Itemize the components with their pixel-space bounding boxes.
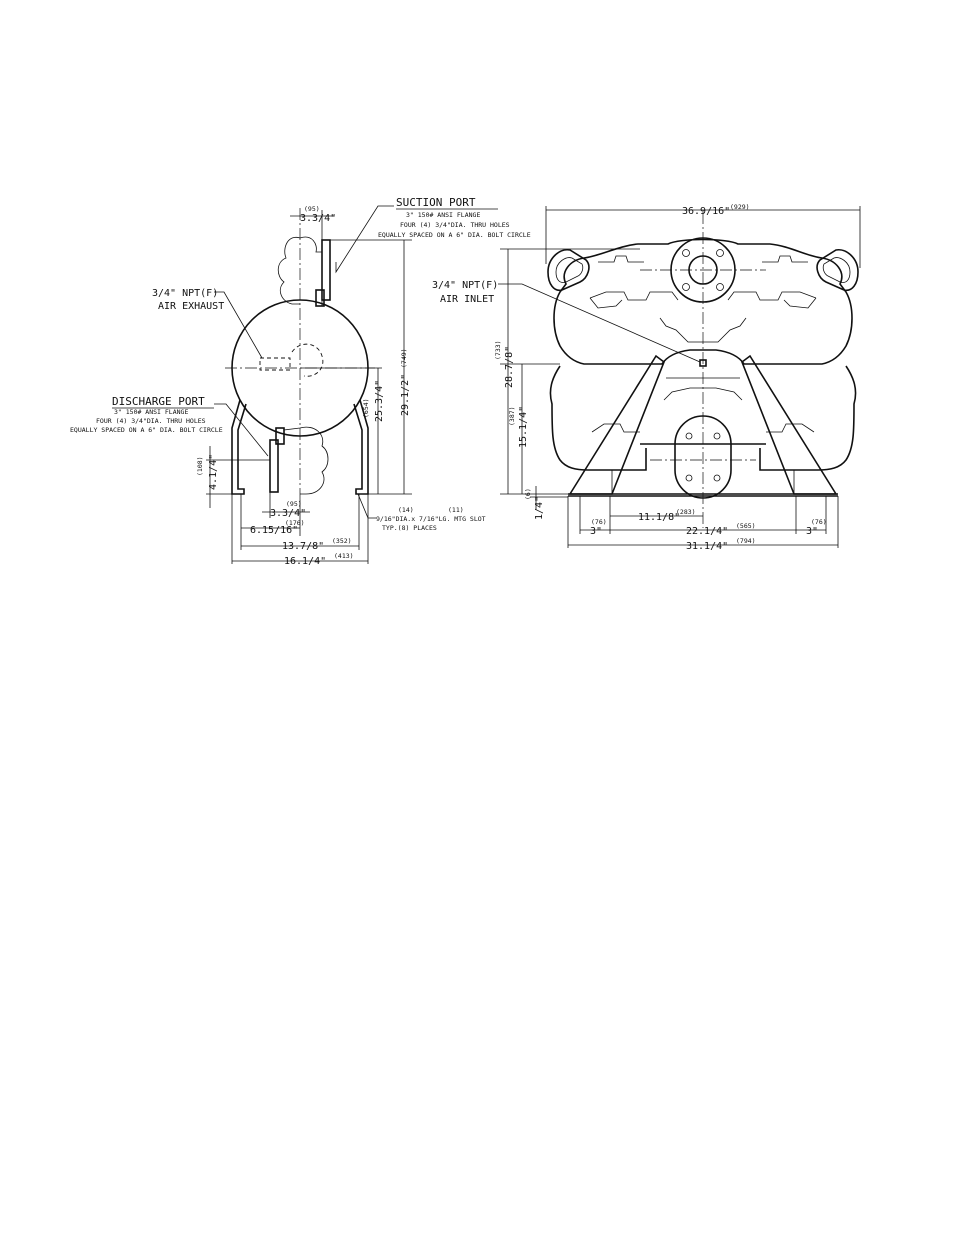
- suction-port-line3: EQUALLY SPACED ON A 6" DIA. BOLT CIRCLE: [378, 231, 531, 239]
- bolt-hole: [682, 249, 690, 257]
- dim-height-discharge: 15.1/4": [518, 406, 529, 448]
- dim-top-flange: 3.3/4": [300, 213, 336, 224]
- air-inlet-port: [699, 359, 707, 367]
- discharge-port-leader: [214, 403, 269, 457]
- right-ear: [816, 248, 859, 292]
- air-exhaust-port: [259, 357, 291, 371]
- air-inlet-line2: AIR INLET: [440, 294, 494, 305]
- right-stand: [741, 354, 838, 495]
- dim-height-inlet-mm: (654): [362, 398, 370, 418]
- dim-height-inlet: 25.3/4": [374, 380, 385, 422]
- air-exhaust-line2: AIR EXHAUST: [158, 301, 224, 312]
- suction-port-line1: 3" 150# ANSI FLANGE: [406, 211, 480, 219]
- mtg-slot-leader: [357, 493, 376, 519]
- dim-height-discharge-mm: (387): [508, 406, 516, 426]
- right-leg: [353, 399, 369, 495]
- discharge-port-line3: EQUALLY SPACED ON A 6" DIA. BOLT CIRCLE: [70, 426, 223, 434]
- discharge-manifold-outline: [283, 426, 329, 495]
- lower-body-outline: [549, 365, 857, 471]
- left-stand: [568, 354, 665, 495]
- dim-height-inlet: 28.7/8": [504, 346, 515, 388]
- dim-base-width-mm: (794): [736, 537, 756, 545]
- suction-flange: [321, 239, 331, 301]
- discharge-port-line1: 3" 150# ANSI FLANGE: [114, 408, 188, 416]
- right-ear-inner: [822, 257, 851, 283]
- discharge-port-title: DISCHARGE PORT: [112, 395, 205, 408]
- air-exhaust-leader: [214, 291, 263, 359]
- dim-height-total-mm: (749): [400, 348, 408, 368]
- mtg-slot-line2: TYP.(8) PLACES: [382, 524, 437, 532]
- dim-offset: 6.15/16": [250, 525, 298, 536]
- dim-foot-left: 3": [590, 526, 602, 537]
- front-view: 3/4" NPT(F) AIR INLET 36.9/16" (929) (73…: [432, 203, 861, 552]
- dim-width-total: 36.9/16": [682, 206, 730, 217]
- bolt-hole: [685, 474, 693, 482]
- dim-height-total: 29.1/2": [400, 374, 411, 416]
- dim-discharge-height: 4.1/4": [208, 454, 219, 490]
- left-leg: [231, 399, 247, 495]
- suction-port-title: SUCTION PORT: [396, 196, 476, 209]
- dim-half-span-mm: (283): [676, 508, 696, 516]
- air-valve-hidden: [291, 343, 324, 377]
- dim-base-outer-mm: (413): [334, 552, 354, 560]
- suction-flange-lip: [315, 289, 325, 307]
- bolt-hole: [716, 283, 724, 291]
- suction-manifold-outline: [277, 236, 323, 306]
- air-inlet-leader: [498, 283, 701, 363]
- upper-manifold-detail: [589, 255, 817, 343]
- left-ear-inner: [555, 257, 584, 283]
- discharge-flange-lip: [275, 427, 285, 445]
- mtg-slot-mm-b: (11): [448, 506, 464, 514]
- dim-height-inlet-mm: (733): [494, 340, 502, 360]
- suction-port-bore: [688, 255, 718, 285]
- dim-foot-thickness-mm: (6): [524, 488, 532, 500]
- dim-foot-left-mm: (76): [591, 518, 607, 526]
- lower-manifold-detail: [591, 377, 815, 433]
- dim-offset-mm: (176): [285, 519, 305, 527]
- dim-foot-right: 3": [806, 526, 818, 537]
- air-inlet-line1: 3/4" NPT(F): [432, 280, 498, 291]
- bolt-hole: [682, 283, 690, 291]
- dim-bottom-flange: 3.3/4": [270, 508, 306, 519]
- discharge-flange: [269, 439, 279, 493]
- dim-base-inner: 13.7/8": [282, 541, 324, 552]
- dim-half-span: 11.1/8": [638, 512, 680, 523]
- dim-top-flange-mm: (95): [304, 205, 320, 213]
- mtg-slot-mm-a: (14): [398, 506, 414, 514]
- suction-port-leader: [335, 205, 394, 274]
- suction-port-line2: FOUR (4) 3/4"DIA. THRU HOLES: [400, 221, 510, 229]
- dim-slot-span-mm: (565): [736, 522, 756, 530]
- suction-flange-face: [670, 237, 736, 303]
- dim-base-inner-mm: (352): [332, 537, 352, 545]
- dim-base-outer: 16.1/4": [284, 556, 326, 567]
- dim-foot-right-mm: (76): [811, 518, 827, 526]
- bolt-hole: [713, 474, 721, 482]
- bolt-hole: [716, 249, 724, 257]
- dim-foot-thickness: 1/4": [534, 496, 545, 520]
- bolt-hole: [685, 432, 693, 440]
- left-ear: [547, 248, 590, 292]
- bolt-hole: [713, 432, 721, 440]
- air-exhaust-line1: 3/4" NPT(F): [152, 288, 218, 299]
- dim-width-total-mm: (929): [730, 203, 750, 211]
- discharge-port-line2: FOUR (4) 3/4"DIA. THRU HOLES: [96, 417, 206, 425]
- dim-base-width: 31.1/4": [686, 541, 728, 552]
- dim-bottom-flange-mm: (95): [286, 500, 302, 508]
- side-view: (95) 3.3/4" SUCTION PORT 3" 150# ANSI FL…: [70, 196, 531, 567]
- dim-discharge-height-mm: (108): [196, 456, 204, 476]
- mtg-slot-line1: 9/16"DIA.x 7/16"LG. MTG SLOT: [376, 515, 486, 523]
- dim-slot-span: 22.1/4": [686, 526, 728, 537]
- discharge-flange-face: [674, 415, 732, 499]
